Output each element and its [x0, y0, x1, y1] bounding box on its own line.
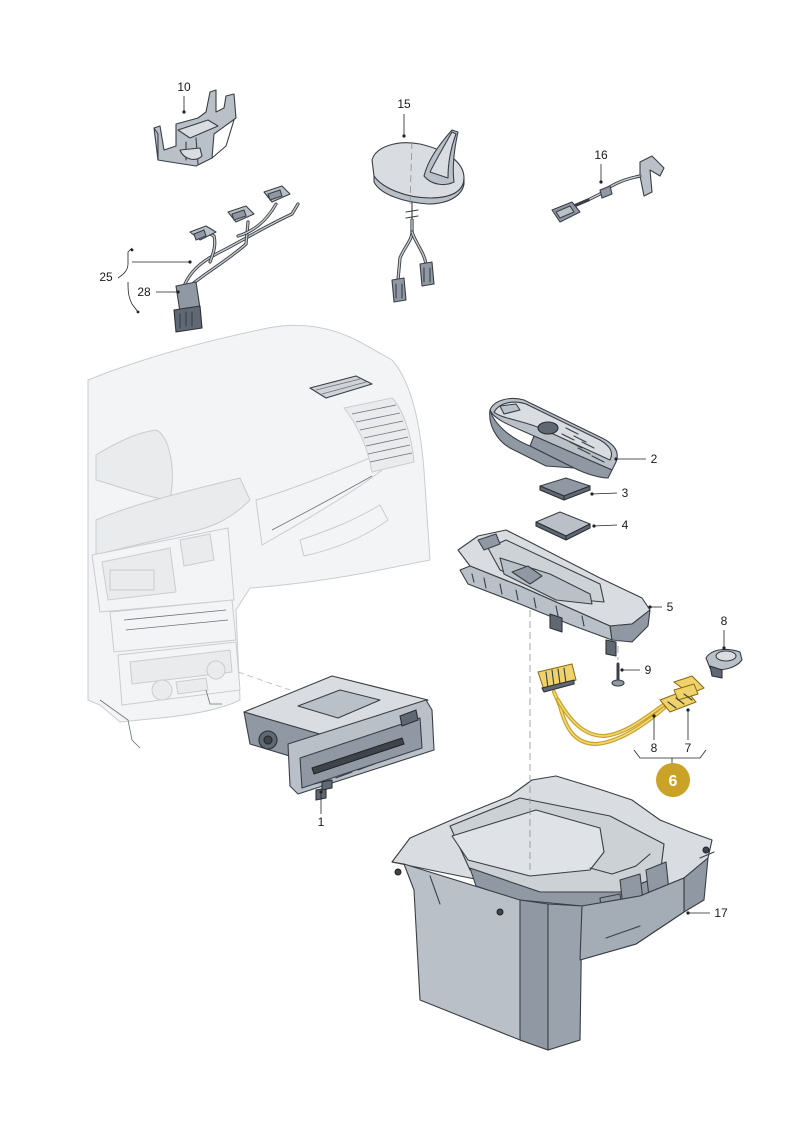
callout-4: 4: [622, 518, 629, 532]
part-25-wiring-harness: [182, 185, 300, 290]
callout-25: 25: [99, 270, 113, 284]
part-28-connector-housing: [173, 281, 203, 333]
callout-3: 3: [622, 486, 629, 500]
callout-6: 6: [669, 773, 678, 790]
part-2-telephone-handset: [489, 397, 618, 479]
badge-6: [656, 763, 690, 797]
callout-16: 16: [594, 148, 608, 162]
part-10-holder-bracket: [153, 89, 237, 167]
callout-28: 28: [137, 285, 151, 299]
callouts: 10 15 16 25 28 2 3 4 5 8 9 8: [99, 80, 728, 920]
part-15-roof-antenna: [371, 129, 465, 303]
callout-9: 9: [645, 663, 652, 677]
part-16-sensor-lead: [551, 155, 665, 223]
part-9-screw: [611, 662, 625, 687]
callout-7: 7: [685, 741, 692, 755]
alignment-lines: [409, 139, 619, 870]
part-5-handset-cradle: [457, 529, 651, 657]
callout-5: 5: [667, 600, 674, 614]
part-3-card: [539, 477, 591, 501]
part-7-connector: [659, 675, 705, 713]
center-console-ghost: [91, 527, 241, 749]
callout-10: 10: [177, 80, 191, 94]
callout-1: 1: [318, 815, 325, 829]
part-1-control-unit: [243, 675, 435, 801]
callout-15: 15: [397, 97, 411, 111]
dashboard-ghost: [87, 324, 431, 749]
part-4-cover-plate: [535, 511, 591, 541]
callout-2: 2: [651, 452, 658, 466]
callout-17: 17: [714, 906, 728, 920]
air-vent-right: [343, 397, 415, 473]
part-17-storage-compartment: [391, 775, 715, 1051]
callout-8-clip: 8: [721, 614, 728, 628]
part-8-retaining-clip: [705, 648, 743, 679]
part-6-adapter-cable: [537, 663, 670, 747]
callout-8-cable: 8: [651, 741, 658, 755]
